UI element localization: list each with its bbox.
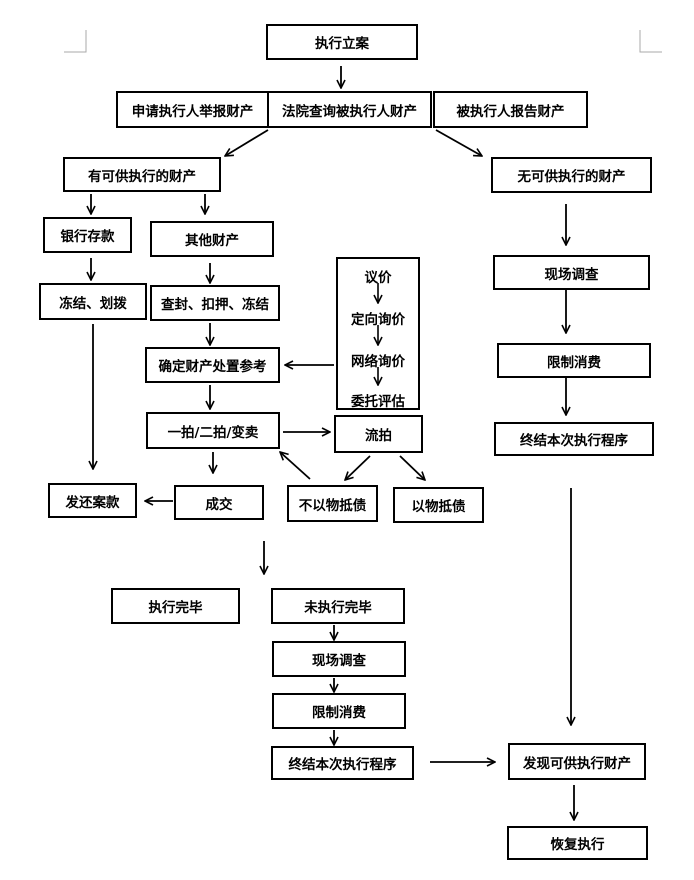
node-wuke: 无可供执行的财产 [491,157,652,193]
node-liupai: 流拍 [334,415,423,453]
node-youke: 有可供执行的财产 [63,157,221,192]
arrow-liupai-to-yiwu [399,455,425,480]
node-qita: 其他财产 [150,221,274,257]
node-shenqing: 申请执行人举报财产 [116,91,269,128]
node-huifu: 恢复执行 [507,826,648,860]
node-xianzhi-left: 限制消费 [272,693,406,729]
node-dongjie-huabo: 冻结、划拨 [39,283,147,320]
node-queding: 确定财产处置参考 [145,347,280,383]
valuation-methods-box: 议价 定向询价 网络询价 委托评估 [336,257,420,410]
node-xianzhi-right: 限制消费 [497,343,651,378]
node-fahuan: 发还案款 [48,483,137,518]
node-faxian: 发现可供执行财产 [508,743,646,780]
node-wei-wanbi: 未执行完毕 [271,588,405,624]
valuation-method-wangluo: 网络询价 [351,354,405,370]
node-xianchang-left: 现场调查 [272,641,406,677]
node-paimai: 一拍/二拍/变卖 [146,412,280,449]
node-baogao: 被执行人报告财产 [433,91,588,128]
arrow-fayuan-to-wuke [435,129,482,156]
valuation-method-weituo: 委托评估 [351,394,405,410]
node-yinhang: 银行存款 [43,217,132,253]
node-xianchang-right: 现场调查 [493,255,650,290]
arrow-liupai-to-buyiwu [345,455,371,480]
node-fayuan: 法院查询被执行人财产 [267,91,432,128]
valuation-method-yijia: 议价 [364,270,392,286]
valuation-inner-arrows [336,283,420,410]
node-lian: 执行立案 [266,24,418,60]
node-buyiwu: 不以物抵债 [287,485,378,522]
node-chengjiao: 成交 [174,485,264,520]
node-zhongjie-right: 终结本次执行程序 [494,422,654,456]
node-zhixing-wanbi: 执行完毕 [111,588,240,624]
node-yiwu: 以物抵债 [393,487,484,523]
arrow-buyiwu-to-paimai [280,452,311,480]
arrow-fayuan-to-youke [225,129,269,156]
valuation-method-dingxiang: 定向询价 [351,312,405,328]
node-chafeng: 查封、扣押、冻结 [150,285,280,321]
node-zhongjie-left: 终结本次执行程序 [271,746,414,780]
